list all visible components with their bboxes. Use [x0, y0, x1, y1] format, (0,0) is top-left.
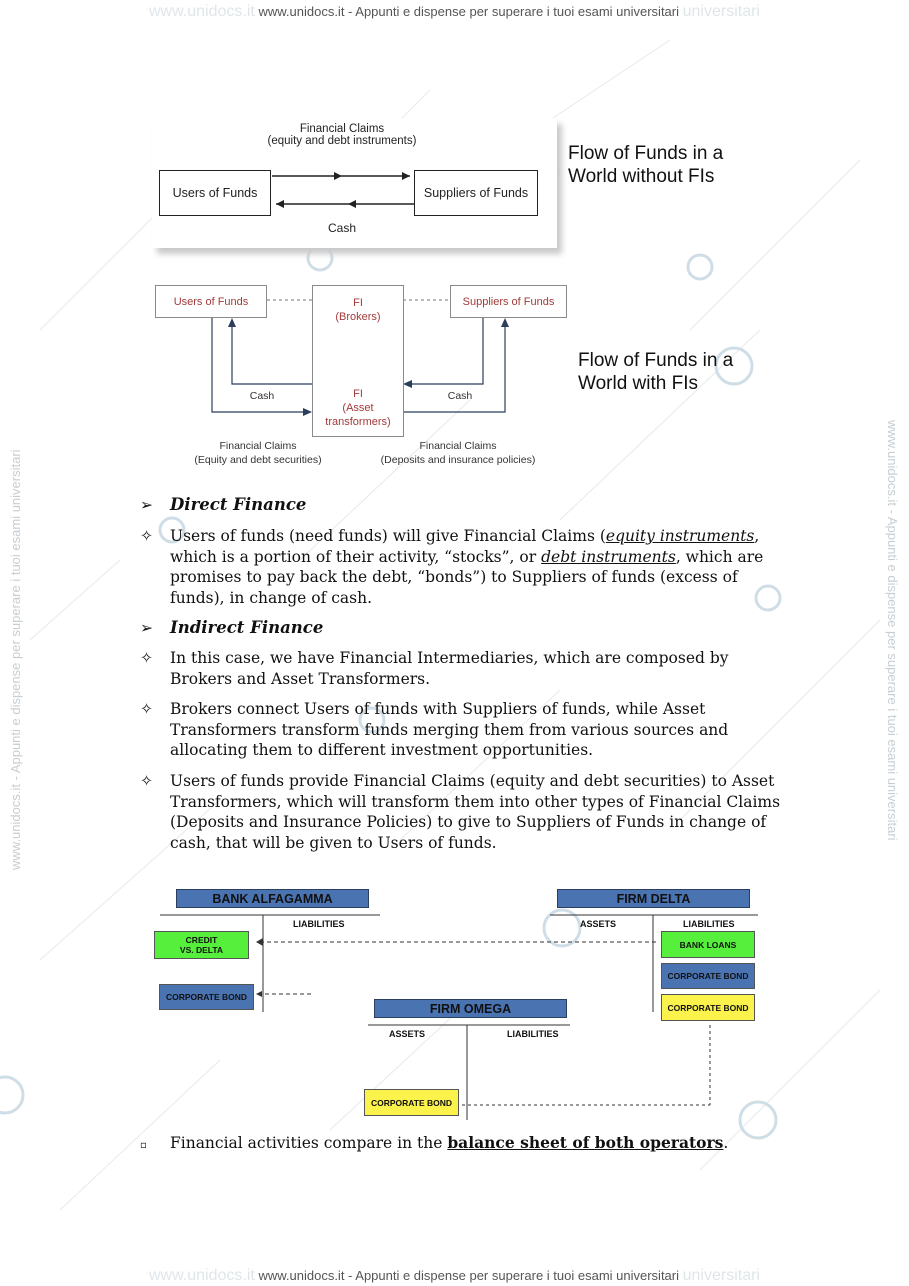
paragraph-intermediaries-text: In this case, we have Financial Intermed…	[170, 649, 729, 688]
square-bullet-icon: ▫	[140, 1140, 147, 1151]
fi-brokers-line-2: (Brokers)	[335, 311, 381, 323]
flow-arrows	[272, 172, 414, 208]
header-watermark: www.unidocs.it www.unidocs.it - Appunti …	[0, 3, 909, 21]
arrow-bullet-icon: ➢	[140, 619, 153, 637]
flow-with-title-line-1: Flow of Funds in a	[578, 350, 734, 371]
fi-asset-line-1: FI	[353, 388, 363, 400]
fi-brokers-label: FI (Brokers)	[313, 296, 403, 324]
flow-with-title: Flow of Funds in a World with FIs	[578, 349, 733, 395]
fi-cash-left-label: Cash	[249, 390, 275, 402]
fi-claims-left-line-2: (Equity and debt securities)	[194, 454, 322, 466]
fi-claims-left-line-1: Financial Claims	[219, 440, 297, 452]
omega-liabilities-label: LIABILITIES	[507, 1029, 559, 1039]
diagram-without-fis: Financial Claims (equity and debt instru…	[152, 118, 557, 248]
paragraph-balance-sheet: ▫ Financial activities compare in the ba…	[140, 1133, 840, 1154]
fi-users-of-funds-box: Users of Funds	[155, 285, 267, 318]
credit-vs-delta-cell: CREDIT VS. DELTA	[154, 931, 249, 959]
flow-with-title-line-2: World with FIs	[578, 373, 699, 394]
flow-without-title-line-2: World without FIs	[568, 166, 715, 187]
flow-without-title-line-1: Flow of Funds in a	[568, 143, 724, 164]
footer-watermark: www.unidocs.it www.unidocs.it - Appunti …	[0, 1267, 909, 1285]
fi-central-box: FI (Brokers) FI (Asset transformers)	[312, 285, 404, 437]
delta-assets-label: ASSETS	[580, 919, 617, 929]
fi-brokers-line-1: FI	[353, 297, 363, 309]
claims-label-line-1: Financial Claims	[299, 123, 385, 135]
paragraph-users-of-funds-text: Users of funds provide Financial Claims …	[170, 772, 781, 852]
cash-label: Cash	[327, 221, 356, 235]
credit-line-2: VS. DELTA	[179, 945, 224, 955]
firm-delta-header: FIRM DELTA	[557, 889, 750, 908]
fi-claims-right-line-1: Financial Claims	[419, 440, 497, 452]
p1-part-c: , which is a portion of their activity, …	[170, 527, 760, 566]
fi-asset-transformers-label: FI (Asset transformers)	[313, 387, 403, 429]
watermark-ghost-right: universitari	[682, 3, 760, 20]
fi-claims-right-label: Financial Claims (Deposits and insurance…	[368, 439, 548, 467]
p5-part-c: .	[723, 1134, 729, 1152]
balance-sheet-diagram: BANK ALFAGAMMA LIABILITIES CREDIT VS. DE…	[150, 880, 770, 1120]
fi-claims-left-label: Financial Claims (Equity and debt securi…	[178, 439, 338, 467]
paragraph-brokers-text: Brokers connect Users of funds with Supp…	[170, 700, 729, 759]
delta-corporate-bond-yellow-cell: CORPORATE BOND	[661, 994, 755, 1021]
heading-indirect-finance: ➢ Indirect Finance	[140, 618, 790, 639]
omega-corporate-bond-cell: CORPORATE BOND	[364, 1089, 459, 1116]
firm-omega-header: FIRM OMEGA	[374, 999, 567, 1018]
paragraph-intermediaries: ✧ In this case, we have Financial Interm…	[140, 648, 790, 689]
bank-liabilities-label: LIABILITIES	[293, 919, 345, 929]
bank-corporate-bond-cell: CORPORATE BOND	[159, 984, 254, 1010]
debt-instruments-term: debt instruments	[541, 547, 676, 566]
heading-indirect-finance-text: Indirect Finance	[170, 618, 324, 637]
equity-instruments-term: equity instruments	[605, 527, 755, 545]
paragraph-direct-finance: ✧ Users of funds (need funds) will give …	[140, 526, 790, 608]
balance-sheet-term: balance sheet of both operators	[447, 1133, 724, 1152]
fi-flow-lines	[211, 299, 509, 416]
star-bullet-icon: ✧	[140, 772, 153, 790]
paragraph-users-of-funds: ✧ Users of funds provide Financial Claim…	[140, 771, 790, 853]
paragraph-direct-finance-text: Users of funds (need funds) will give Fi…	[170, 526, 790, 608]
star-bullet-icon: ✧	[140, 527, 153, 545]
heading-direct-finance: ➢ Direct Finance	[140, 495, 790, 516]
users-of-funds-box: Users of Funds	[159, 170, 271, 216]
delta-corporate-bond-blue-cell: CORPORATE BOND	[661, 963, 755, 989]
watermark-text: www.unidocs.it - Appunti e dispense per …	[258, 1268, 679, 1283]
p1-part-e: , which are promises to pay back the deb…	[170, 547, 764, 607]
balance-sheet-lines	[160, 914, 758, 1120]
bank-loans-cell: BANK LOANS	[661, 931, 755, 958]
fi-asset-line-3: transformers)	[325, 416, 391, 428]
watermark-text: www.unidocs.it - Appunti e dispense per …	[258, 4, 679, 19]
fi-claims-right-line-2: (Deposits and insurance policies)	[380, 454, 536, 466]
omega-assets-label: ASSETS	[389, 1029, 426, 1039]
star-bullet-icon: ✧	[140, 700, 153, 718]
paragraph-brokers: ✧ Brokers connect Users of funds with Su…	[140, 699, 790, 761]
watermark-ghost-left: www.unidocs.it	[149, 1267, 255, 1284]
star-bullet-icon: ✧	[140, 649, 153, 667]
fi-suppliers-of-funds-box: Suppliers of Funds	[450, 285, 567, 318]
claims-label-line-2: (equity and debt instruments)	[267, 135, 417, 147]
bank-alfagamma-header: BANK ALFAGAMMA	[176, 889, 369, 908]
paragraph-balance-sheet-text: Financial activities compare in the bala…	[170, 1133, 840, 1154]
flow-without-title: Flow of Funds in a World without FIs	[568, 142, 723, 188]
heading-direct-finance-text: Direct Finance	[170, 495, 307, 514]
p1-part-a: Users of funds (need funds) will give Fi…	[170, 527, 606, 545]
fi-cash-right-label: Cash	[447, 390, 473, 402]
fi-asset-line-2: (Asset	[342, 402, 374, 414]
arrow-bullet-icon: ➢	[140, 496, 153, 514]
watermark-ghost-right: universitari	[682, 1267, 760, 1284]
delta-liabilities-label: LIABILITIES	[683, 919, 735, 929]
claims-label: Financial Claims (equity and debt instru…	[222, 123, 462, 147]
diagram-with-fis: Users of Funds Suppliers of Funds FI (Br…	[150, 282, 570, 472]
credit-line-1: CREDIT	[185, 935, 218, 945]
p5-part-a: Financial activities compare in the	[170, 1134, 448, 1152]
suppliers-of-funds-box: Suppliers of Funds	[414, 170, 538, 216]
watermark-ghost-left: www.unidocs.it	[149, 3, 255, 20]
